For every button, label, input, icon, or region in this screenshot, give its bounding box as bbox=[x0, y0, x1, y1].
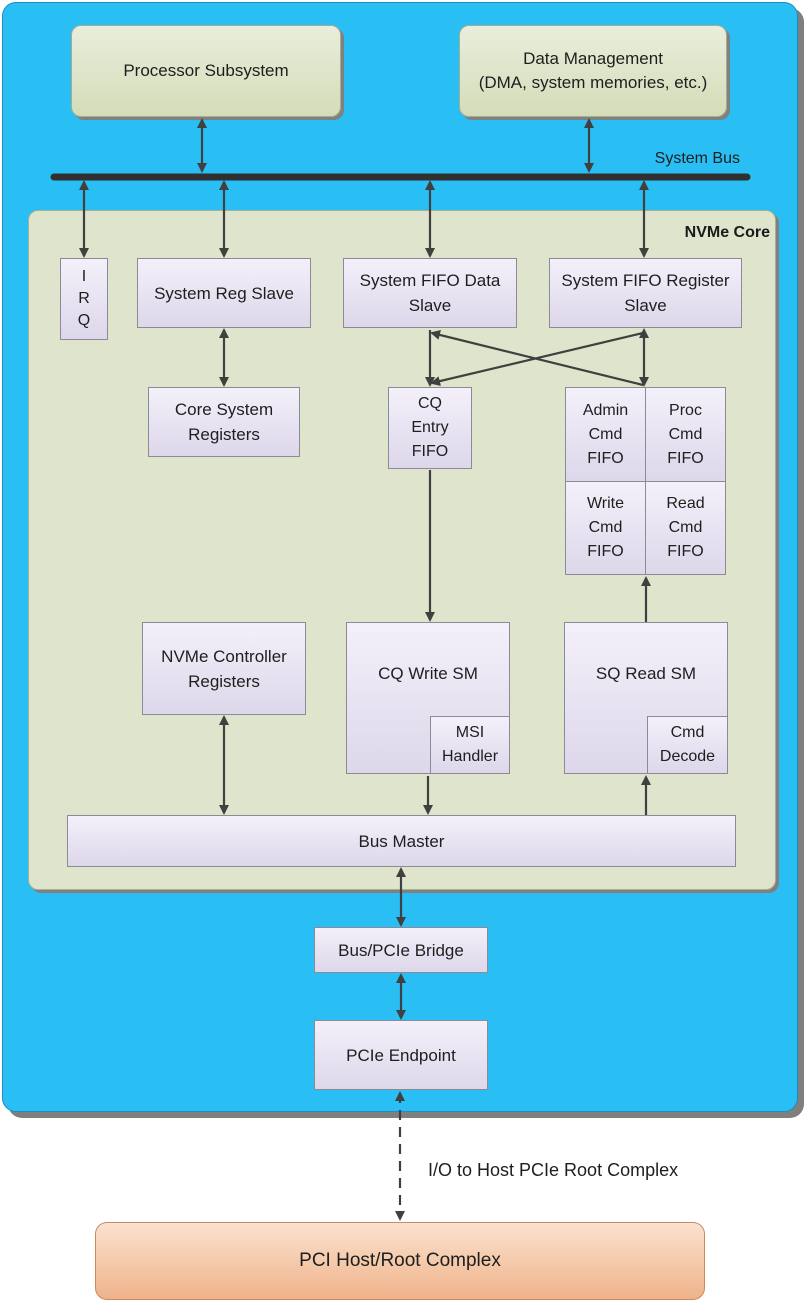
write-cmd-fifo-label: Write Cmd FIFO bbox=[586, 495, 625, 560]
core-system-registers-block: Core System Registers bbox=[148, 387, 300, 457]
cq-write-sm-label: CQ Write SM bbox=[378, 664, 478, 683]
nvme-core-title: NVMe Core bbox=[684, 224, 770, 241]
io-label: I/O to Host PCIe Root Complex bbox=[428, 1160, 679, 1180]
cross-line-to-cq-fifo bbox=[430, 331, 644, 387]
cq-entry-fifo-label: CQ Entry FIFO bbox=[411, 395, 449, 460]
pcie-endpoint-block: PCIe Endpoint bbox=[314, 1020, 488, 1090]
bus-master-block: Bus Master bbox=[67, 815, 736, 867]
bus-master-label: Bus Master bbox=[358, 831, 445, 851]
system-reg-slave-label: System Reg Slave bbox=[154, 283, 294, 303]
data-management-label: Data Management (DMA, system memories, e… bbox=[478, 49, 708, 92]
bus-pcie-bridge-block: Bus/PCIe Bridge bbox=[314, 927, 488, 973]
bus-pcie-bridge-label: Bus/PCIe Bridge bbox=[338, 940, 464, 960]
pci-host-root-complex-block: PCI Host/Root Complex bbox=[95, 1222, 705, 1300]
write-cmd-fifo-block: Write Cmd FIFO bbox=[565, 481, 646, 575]
cmd-decode-label: Cmd Decode bbox=[659, 724, 716, 765]
core-system-registers-label: Core System Registers bbox=[174, 400, 274, 444]
cq-entry-fifo-block: CQ Entry FIFO bbox=[388, 387, 472, 469]
system-fifo-register-slave-label: System FIFO Register Slave bbox=[561, 271, 730, 315]
system-fifo-data-slave-block: System FIFO Data Slave bbox=[343, 258, 517, 328]
system-fifo-register-slave-block: System FIFO Register Slave bbox=[549, 258, 742, 328]
irq-label: I R Q bbox=[77, 268, 91, 329]
sq-read-sm-label: SQ Read SM bbox=[595, 664, 697, 683]
pci-host-root-complex-label: PCI Host/Root Complex bbox=[299, 1250, 501, 1271]
proc-cmd-fifo-block: Proc Cmd FIFO bbox=[645, 387, 726, 482]
read-cmd-fifo-label: Read Cmd FIFO bbox=[666, 495, 705, 560]
system-fifo-data-slave-label: System FIFO Data Slave bbox=[359, 271, 501, 315]
nvme-controller-registers-label: NVMe Controller Registers bbox=[161, 646, 287, 691]
admin-cmd-fifo-label: Admin Cmd FIFO bbox=[582, 401, 629, 467]
irq-block: I R Q bbox=[60, 258, 108, 340]
processor-subsystem-label: Processor Subsystem bbox=[123, 61, 289, 80]
sq-read-sm-block: SQ Read SM bbox=[564, 622, 728, 774]
pcie-endpoint-label: PCIe Endpoint bbox=[346, 1045, 456, 1065]
data-management-block: Data Management (DMA, system memories, e… bbox=[459, 25, 727, 117]
processor-subsystem-block: Processor Subsystem bbox=[71, 25, 341, 117]
read-cmd-fifo-block: Read Cmd FIFO bbox=[645, 481, 726, 575]
admin-cmd-fifo-block: Admin Cmd FIFO bbox=[565, 387, 646, 482]
nvme-controller-registers-block: NVMe Controller Registers bbox=[142, 622, 306, 715]
msi-handler-label: MSI Handler bbox=[441, 724, 499, 765]
system-bus-label: System Bus bbox=[654, 150, 740, 167]
system-reg-slave-block: System Reg Slave bbox=[137, 258, 311, 328]
msi-handler-block: MSI Handler bbox=[430, 716, 510, 774]
proc-cmd-fifo-label: Proc Cmd FIFO bbox=[667, 401, 704, 467]
cmd-decode-block: Cmd Decode bbox=[647, 716, 728, 774]
